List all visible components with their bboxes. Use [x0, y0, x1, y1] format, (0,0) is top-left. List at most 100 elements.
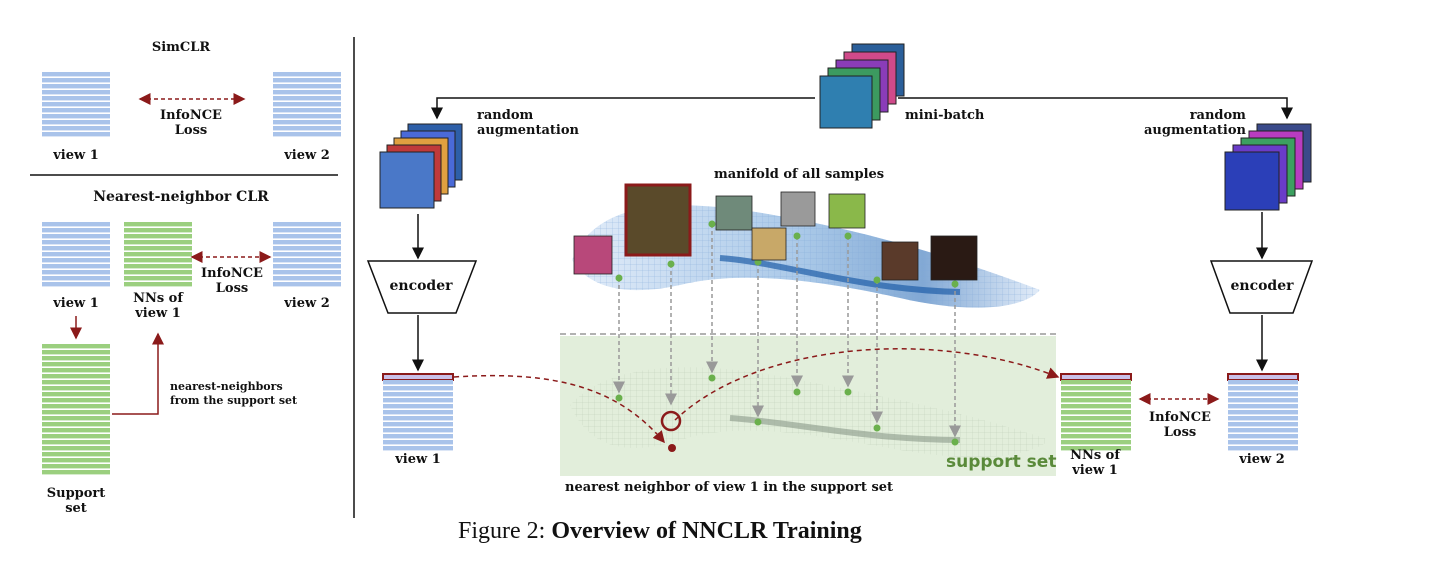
support-set-embedding-row: [42, 356, 110, 361]
nnclr-nns-label: NNs of view 1: [133, 291, 183, 321]
nnclr-view1-label: view 1: [53, 296, 99, 311]
support-point: [951, 438, 959, 446]
nnclr-view1-embedding-row: [42, 234, 110, 239]
nns-embedding-row: [1061, 434, 1131, 439]
support-set-embedding-row: [42, 458, 110, 463]
nnclr-view2-embedding-row: [273, 282, 341, 287]
simclr-view1-embedding-row: [42, 108, 110, 113]
caption-title: Overview of NNCLR Training: [551, 518, 862, 544]
nnclr-view1-embedding-row: [42, 270, 110, 275]
nnclr-view2-label: view 2: [284, 296, 330, 311]
support-set-embedding-row: [42, 416, 110, 421]
simclr-view2-embedding-row: [273, 132, 341, 137]
aug-left-stack-image: [379, 151, 435, 209]
support-to-nns-arrow: [112, 332, 164, 415]
support-set-embedding-row: [42, 446, 110, 451]
piano-thumb: [930, 235, 978, 281]
aug-left-stack: [379, 123, 463, 209]
support-set-embedding-row: [42, 380, 110, 385]
aug-right-stack: [1224, 123, 1312, 211]
figure-caption: Figure 2: Overview of NNCLR Training: [458, 518, 862, 545]
simclr-view1-embedding-row: [42, 126, 110, 131]
batch-to-right-arrow: [898, 97, 1293, 120]
view1-embedding-row: [383, 380, 453, 385]
support-set-embedding-row: [42, 392, 110, 397]
simclr-view1-embedding-row: [42, 96, 110, 101]
nnclr-view2-embedding-row: [273, 228, 341, 233]
nnclr-view2-embedding-row: [273, 222, 341, 227]
nnclr-view1-embedding-row: [42, 240, 110, 245]
nnclr-view2-embedding-row: [273, 246, 341, 251]
view2-embedding-row: [1228, 446, 1298, 451]
view1-embedding-row: [383, 398, 453, 403]
flower-thumb: [573, 235, 613, 275]
nnclr-view1-embedding-row: [42, 276, 110, 281]
nns-embedding-row: [1061, 446, 1131, 451]
nns-embedding-row: [1061, 428, 1131, 433]
encoder-right-label: encoder: [1230, 278, 1294, 294]
support-point: [844, 388, 852, 396]
nnclr-view2-embedding-row: [273, 258, 341, 263]
view1-embedding-row: [383, 446, 453, 451]
support-point: [708, 374, 716, 382]
nnclr-nns-embedding-row: [124, 240, 192, 245]
nns-embedding-row: [1061, 410, 1131, 415]
simclr-view1-embedding-row: [42, 90, 110, 95]
manifold-label: manifold of all samples: [714, 167, 885, 182]
view2-embedding-row: [1228, 398, 1298, 403]
simclr-view2-embedding-row: [273, 78, 341, 83]
encoder-left-shape: [366, 260, 478, 314]
nnclr-nns-embedding-row: [124, 252, 192, 257]
manifold-point: [873, 276, 881, 284]
nnclr-nns-embedding-row: [124, 222, 192, 227]
nns-embedding-row: [1061, 422, 1131, 427]
support-set-embedding-row: [42, 434, 110, 439]
turtle-thumb: [624, 183, 692, 257]
view2-embedding: [1227, 373, 1299, 451]
simclr-view1-embedding-row: [42, 78, 110, 83]
support-set-embedding-row: [42, 440, 110, 445]
view1-embedding-row: [383, 434, 453, 439]
simclr-loss-label: InfoNCE Loss: [160, 108, 222, 138]
nnclr-nns-embedding-row: [124, 270, 192, 275]
view1-embedding-row: [383, 428, 453, 433]
simclr-view1-embedding: [42, 72, 110, 137]
support-set-embedding: [42, 344, 110, 475]
simclr-view2-embedding-row: [273, 108, 341, 113]
view2-embedding-row: [1228, 392, 1298, 397]
batch-to-left-arrow: [431, 97, 815, 120]
nn-caption-label: nearest neighbor of view 1 in the suppor…: [565, 480, 894, 495]
nnclr-view2-embedding-row: [273, 276, 341, 281]
sunflower-thumb: [751, 227, 787, 261]
simclr-view1-embedding-row: [42, 120, 110, 125]
nnclr-view1-embedding-row: [42, 282, 110, 287]
support-set-embedding-row: [42, 350, 110, 355]
view1-to-nn-curve: [453, 374, 665, 444]
view1-embedding-point: [668, 444, 676, 452]
nearest-neighbor-ring: [660, 410, 682, 432]
simclr-view1-embedding-row: [42, 102, 110, 107]
nnclr-title: Nearest-neighbor CLR: [93, 189, 269, 205]
nnclr-view2-embedding: [273, 222, 341, 287]
nns-embedding-row: [1061, 398, 1131, 403]
support-set-embedding-row: [42, 344, 110, 349]
simclr-view1-label: view 1: [53, 148, 99, 163]
view2-embedding-row: [1228, 410, 1298, 415]
support-set-embedding-row: [42, 452, 110, 457]
manifold-point: [951, 280, 959, 288]
nnclr-view2-embedding-row: [273, 240, 341, 245]
nnclr-nns-embedding-row: [124, 264, 192, 269]
support-set-embedding-row: [42, 410, 110, 415]
manifold-point: [667, 260, 675, 268]
encoder-right-shape: [1209, 260, 1314, 314]
view1-embedding-row: [383, 392, 453, 397]
view1-embedding-row: [383, 440, 453, 445]
simclr-view2-embedding-row: [273, 72, 341, 77]
caption-prefix: Figure 2:: [458, 518, 546, 544]
nnclr-nns-embedding-row: [124, 246, 192, 251]
simclr-view1-embedding-row: [42, 132, 110, 137]
view2-embedding-row: [1228, 434, 1298, 439]
manifold-point: [793, 232, 801, 240]
simclr-view1-embedding-row: [42, 114, 110, 119]
